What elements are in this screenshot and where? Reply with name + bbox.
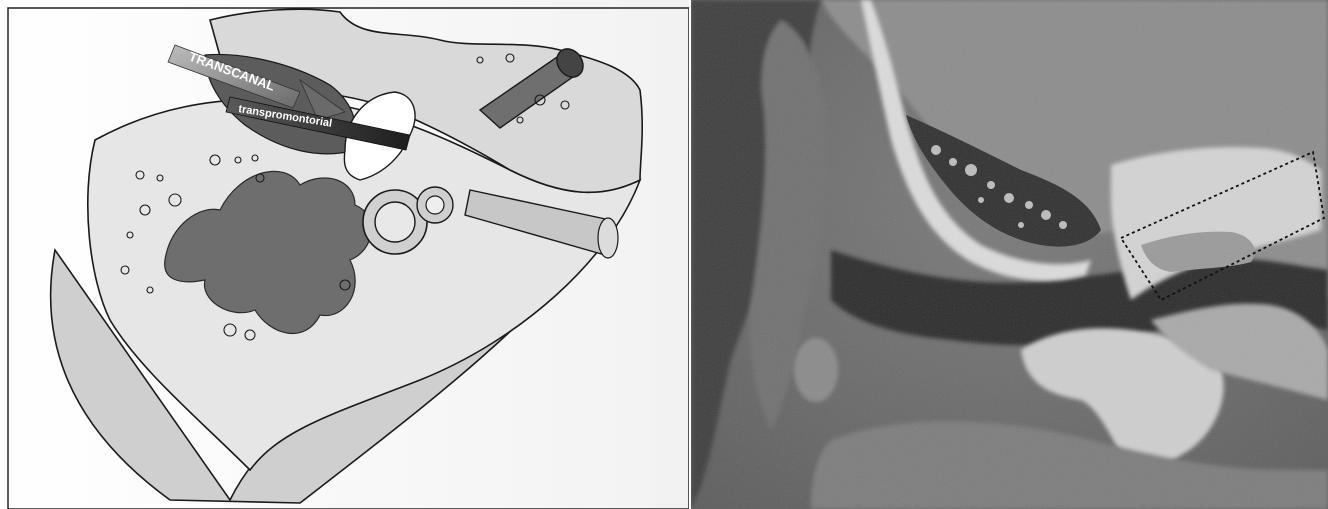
ct-scan-image xyxy=(691,0,1328,509)
ct-scan-panel xyxy=(691,0,1328,509)
temporal-bone-illustration: TRANSCANAL transpromontorial xyxy=(0,0,690,509)
illustration-panel: TRANSCANAL transpromontorial xyxy=(0,0,690,509)
